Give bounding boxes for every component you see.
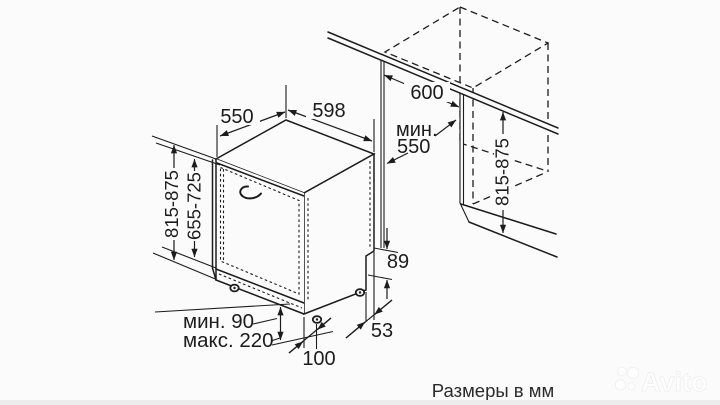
label-niche-height-right: 815-875: [492, 138, 513, 206]
dim-niche-depth: мин. 550: [386, 119, 457, 165]
avito-logo-icon: [614, 366, 639, 391]
label-width-front: 598: [312, 100, 345, 122]
dim-plinth-range: мин. 90 макс. 220: [154, 303, 334, 352]
label-niche-height-left: 815-875: [161, 170, 182, 238]
label-door-height: 655-725: [184, 172, 205, 240]
dim-foot-offset: 100: [288, 317, 339, 370]
bottom-edge-band: [0, 400, 720, 405]
dishwasher-door-dashed: [218, 161, 371, 309]
dim-rear-clearance-height: 89: [367, 228, 409, 299]
dim-niche-height-right: 815-875: [492, 111, 513, 234]
label-width-top: 550: [220, 106, 253, 128]
dim-counter-depth: 600: [383, 74, 460, 108]
dim-width-front: 598: [287, 100, 373, 142]
niche-side-panel-left: [380, 55, 385, 248]
dim-door-height: 655-725: [184, 158, 205, 258]
caption-units: Размеры в мм: [432, 380, 554, 401]
door-handle: [239, 185, 262, 200]
dim-rear-clearance-depth: 53: [345, 252, 396, 342]
label-plinth-max: макс. 220: [183, 329, 274, 352]
avito-watermark-text: Avito: [641, 367, 708, 397]
label-rear-clearance-height: 89: [387, 251, 409, 273]
dim-niche-height-left: 815-875: [161, 144, 182, 261]
niche-side-panel-right: [459, 88, 470, 223]
label-foot-offset: 100: [302, 348, 335, 370]
avito-watermark: Avito: [614, 366, 708, 397]
label-niche-depth-2: 550: [397, 136, 430, 158]
label-counter-depth: 600: [410, 82, 443, 104]
feet: [229, 283, 366, 324]
upper-cabinet-dashed: [383, 6, 550, 205]
label-plinth-min: мин. 90: [183, 310, 254, 333]
dishwasher-body: [211, 119, 376, 324]
label-niche-depth-1: мин.: [396, 119, 438, 141]
dim-width-top: 550: [214, 105, 286, 137]
label-rear-clearance-depth: 53: [371, 320, 393, 342]
